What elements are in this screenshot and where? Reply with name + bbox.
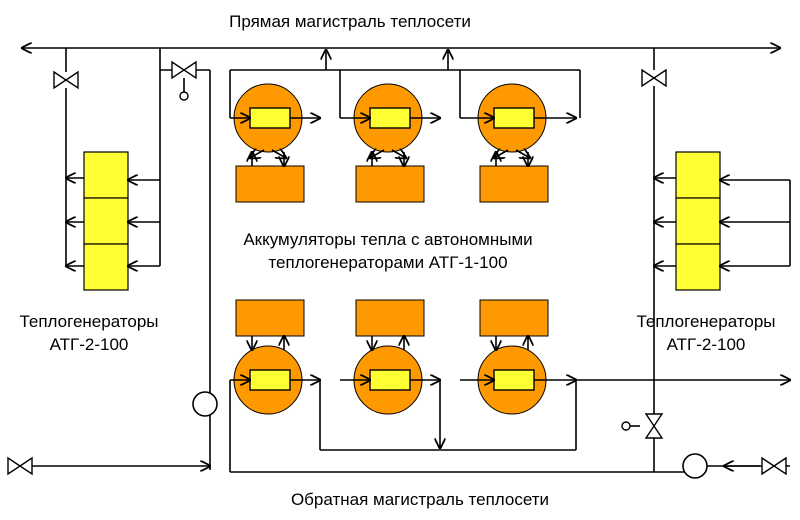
upper-accumulators xyxy=(229,50,581,203)
supply-valve-center xyxy=(171,60,197,101)
supply-main-label: Прямая магистраль теплосети xyxy=(229,12,471,31)
accumulator-5 xyxy=(340,299,440,415)
accumulator-3 xyxy=(460,83,576,203)
left-generators-label-line1: Теплогенераторы xyxy=(19,312,159,331)
right-generators-label-line1: Теплогенераторы xyxy=(636,312,776,331)
accumulators-label-line1: Аккумуляторы тепла с автономными xyxy=(243,230,533,249)
accumulator-1 xyxy=(230,83,320,203)
supply-valve-right xyxy=(641,48,667,100)
accumulators-label-line2: теплогенераторами АТГ-1-100 xyxy=(268,253,508,272)
accumulator-6 xyxy=(460,299,576,415)
accumulator-4 xyxy=(230,299,320,415)
return-main-label: Обратная магистраль теплосети xyxy=(290,490,550,509)
supply-valve-left xyxy=(53,48,79,100)
left-generators xyxy=(66,100,161,291)
accumulator-2 xyxy=(340,83,440,203)
right-generators xyxy=(654,100,791,420)
right-generators-label-line2: АТГ-2-100 xyxy=(666,335,746,354)
return-main-pipe xyxy=(28,420,790,472)
return-valve-right xyxy=(761,456,787,476)
pump-right xyxy=(682,453,708,479)
lower-accumulators xyxy=(229,299,790,473)
pump-left xyxy=(192,391,218,417)
return-valve-left xyxy=(7,456,33,476)
return-valve-vertical xyxy=(621,413,664,439)
left-generators-label-line2: АТГ-2-100 xyxy=(49,335,129,354)
